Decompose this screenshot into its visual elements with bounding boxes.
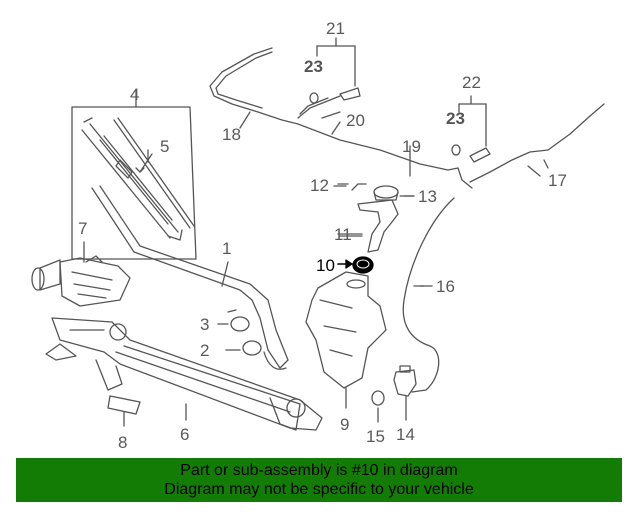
wiper-blade-inset <box>71 89 197 260</box>
callout-17: 17 <box>548 171 567 190</box>
callout-5: 5 <box>160 137 170 156</box>
callout-13: 13 <box>418 187 437 206</box>
callout-1: 1 <box>222 239 232 258</box>
callout-9: 9 <box>340 415 350 434</box>
callout-6: 6 <box>180 425 190 444</box>
callout-7: 7 <box>78 219 88 238</box>
banner-line-1: Part or sub-assembly is #10 in diagram <box>180 462 458 479</box>
callout-11: 11 <box>334 225 352 244</box>
callout-23-right: 23 <box>446 109 465 128</box>
washer-nozzles <box>297 37 491 163</box>
callout-21: 21 <box>326 19 345 38</box>
washer-hoses <box>209 47 605 393</box>
callout-16: 16 <box>436 277 455 296</box>
callout-4: 4 <box>130 85 140 104</box>
callout-15: 15 <box>366 427 385 446</box>
callout-8: 8 <box>118 433 128 452</box>
callout-20: 20 <box>346 111 365 130</box>
info-banner: Part or sub-assembly is #10 in diagram D… <box>16 458 622 502</box>
leader-lines <box>147 121 541 313</box>
callout-18: 18 <box>222 125 241 144</box>
grommet-part-10 <box>337 256 374 274</box>
washer-reservoir <box>305 183 417 423</box>
wiper-motor <box>31 241 131 307</box>
wiper-linkage <box>45 317 323 431</box>
callout-19: 19 <box>402 137 421 156</box>
callout-12: 12 <box>310 176 329 195</box>
callout-10: 10 <box>316 256 335 275</box>
wiper-arm <box>91 185 289 370</box>
callout-23-left: 23 <box>304 57 323 76</box>
callout-2: 2 <box>200 341 210 360</box>
callout-3: 3 <box>200 315 210 334</box>
callout-22: 22 <box>462 73 481 92</box>
callout-14: 14 <box>396 425 415 444</box>
banner-line-2: Diagram may not be specific to your vehi… <box>164 481 474 498</box>
